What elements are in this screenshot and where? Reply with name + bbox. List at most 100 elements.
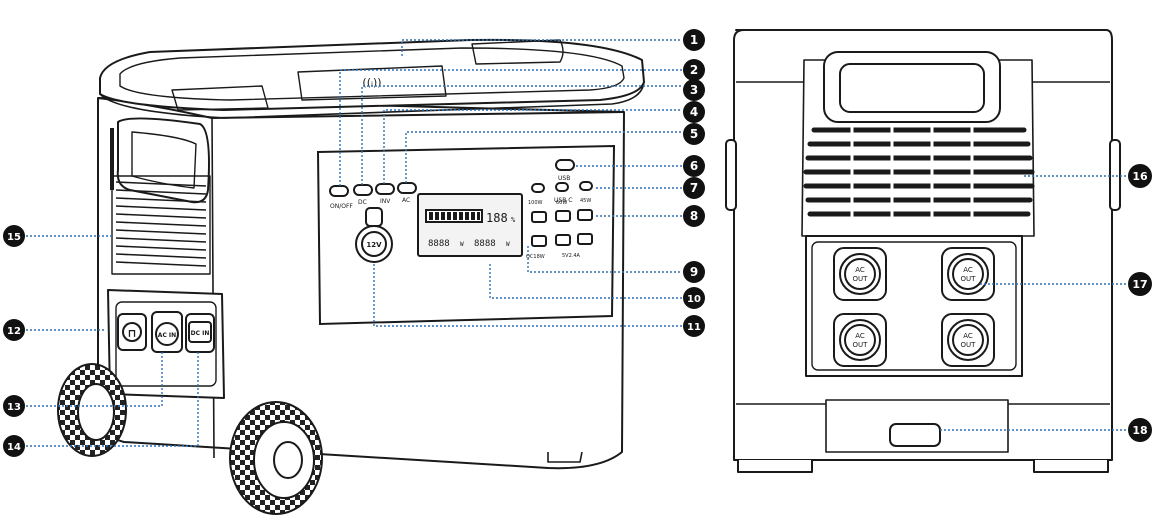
rear-ac-outlets [833, 247, 995, 367]
on-off-button [329, 185, 349, 197]
callout-18: 18 [1128, 418, 1152, 442]
svg-text:11: 11 [687, 322, 701, 333]
w45-label: 45W [580, 198, 591, 204]
callout-11: 11 [683, 315, 705, 337]
usb-c-port-2 [555, 182, 569, 192]
svg-text:6: 6 [690, 159, 698, 173]
ac-out-2-label-top: AC [963, 266, 973, 274]
lcd-percent-sign: % [511, 216, 516, 224]
callout-12: 12 [3, 319, 25, 341]
ac-out-3-label-top: AC [855, 332, 865, 340]
side-handle-grip [131, 131, 197, 189]
top-recess-left [171, 85, 269, 111]
lcd-battery-segments [429, 212, 480, 220]
inv-label: INV [380, 198, 391, 205]
dc-label: DC [358, 199, 367, 206]
ac-out-2-label-bottom: OUT [961, 275, 977, 283]
side-handle [116, 117, 210, 204]
lcd-percent: 188 [486, 211, 508, 225]
callout-13: 13 [3, 395, 25, 417]
usb-a-port-5 [555, 234, 571, 246]
svg-text:13: 13 [7, 402, 21, 413]
leader-3 [361, 85, 682, 185]
svg-text:1: 1 [690, 33, 698, 47]
ac-out-2 [941, 247, 995, 301]
unit-foot [547, 451, 583, 463]
callout-4: 4 [683, 101, 705, 123]
lcd-right-unit: W [506, 241, 510, 248]
callout-1: 1 [683, 29, 705, 51]
rear-handle-grip [839, 63, 985, 113]
wheels [57, 363, 323, 515]
rear-side-bump-right [1109, 139, 1121, 211]
callout-14: 14 [3, 435, 25, 457]
lid-inner [119, 47, 625, 101]
callout-15: 15 [3, 225, 25, 247]
rear-vent-dividers [850, 126, 974, 218]
svg-text:10: 10 [687, 294, 701, 305]
rear-vent-grille [803, 127, 1035, 217]
ac-out-1 [833, 247, 887, 301]
lcd-left-readout: 8888 [428, 239, 450, 249]
inv-button [375, 183, 395, 195]
callout-3: 3 [683, 79, 705, 101]
wireless-charge-icon: ((ᵢ)) [362, 76, 381, 89]
svg-text:16: 16 [1132, 170, 1148, 183]
leader-lines [26, 39, 1128, 447]
leader-13 [26, 352, 163, 407]
leader-1 [401, 39, 682, 56]
svg-text:17: 17 [1132, 278, 1147, 291]
usb-a-port-6 [577, 233, 593, 245]
svg-text:18: 18 [1132, 424, 1147, 437]
dc-in-label: DC IN [191, 330, 210, 337]
rear-ac-labels: AC OUT AC OUT AC OUT AC OUT [853, 266, 977, 349]
callout-6: 6 [683, 155, 705, 177]
callout-5: 5 [683, 123, 705, 145]
w100-label: 100W [528, 200, 543, 206]
leader-9 [527, 246, 682, 273]
svg-text:5: 5 [690, 127, 698, 141]
callout-16: 16 [1128, 164, 1152, 188]
ac-out-4 [941, 313, 995, 367]
w60-label: 60W [556, 200, 567, 206]
rear-foot-right [1033, 460, 1109, 473]
ac-out-3 [833, 313, 887, 367]
rear-side-bump-left [725, 139, 737, 211]
callouts: 1 2 3 4 5 6 7 8 9 10 11 12 13 14 15 16 1… [3, 29, 1152, 457]
dc-in-port [188, 321, 212, 343]
ac-out-4-label-bottom: OUT [961, 341, 977, 349]
rear-view [725, 29, 1121, 473]
port-1-icon: ⊓ [128, 327, 137, 340]
usb-c-label: USB C [554, 197, 572, 204]
leader-11 [373, 264, 682, 327]
ac-in-port [155, 322, 179, 346]
on-off-label: ON/OFF [330, 203, 353, 210]
callout-9: 9 [683, 261, 705, 283]
car-port-inner [361, 231, 387, 257]
port-1 [122, 322, 142, 342]
usb-a-port-4 [531, 235, 547, 247]
side-vent-frame [111, 175, 211, 275]
lcd-right-readout: 8888 [474, 239, 496, 249]
rear-wheel-hub [77, 383, 115, 441]
dc-button [353, 184, 373, 196]
usb-c-port-1 [531, 183, 545, 193]
svg-text:9: 9 [690, 265, 698, 279]
svg-text:3: 3 [690, 83, 698, 97]
side-port-recess [115, 301, 217, 387]
side-vent-grille [115, 181, 207, 267]
top-wireless-pad [297, 65, 447, 101]
lcd-left-unit: W [460, 241, 464, 248]
usb-label: USB [558, 175, 570, 182]
ac-out-1-label-bottom: OUT [853, 275, 869, 283]
usb-port [555, 159, 575, 171]
callout-10: 10 [683, 287, 705, 309]
panel-labels: ON/OFF DC INV AC USB USB C 100W 60W 45W … [330, 175, 591, 260]
ac-button [397, 182, 417, 194]
callout-17: 17 [1128, 272, 1152, 296]
callout-8: 8 [683, 205, 705, 227]
leader-14 [26, 352, 199, 447]
svg-text:12: 12 [7, 326, 21, 337]
ac-in-label: AC IN [158, 332, 176, 339]
